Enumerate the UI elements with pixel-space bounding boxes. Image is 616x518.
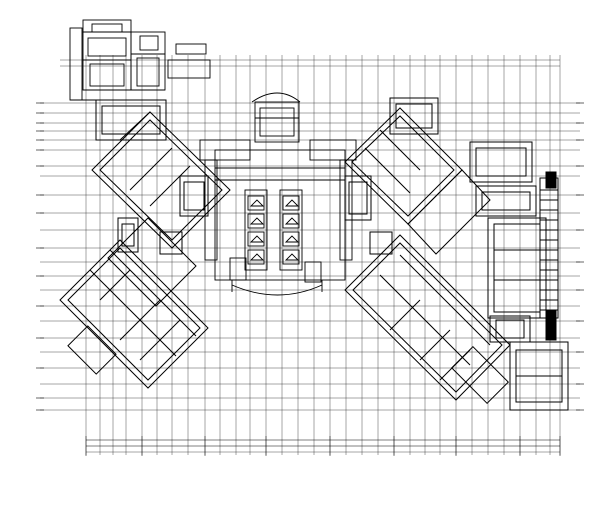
right-wing [344,97,511,404]
link-corridors [199,139,357,261]
dimension-lines [85,436,561,456]
right-annex [469,141,569,411]
grid-lines [40,55,580,455]
grid-markers [36,102,584,411]
left-wing [59,99,231,389]
central-core [214,92,346,296]
